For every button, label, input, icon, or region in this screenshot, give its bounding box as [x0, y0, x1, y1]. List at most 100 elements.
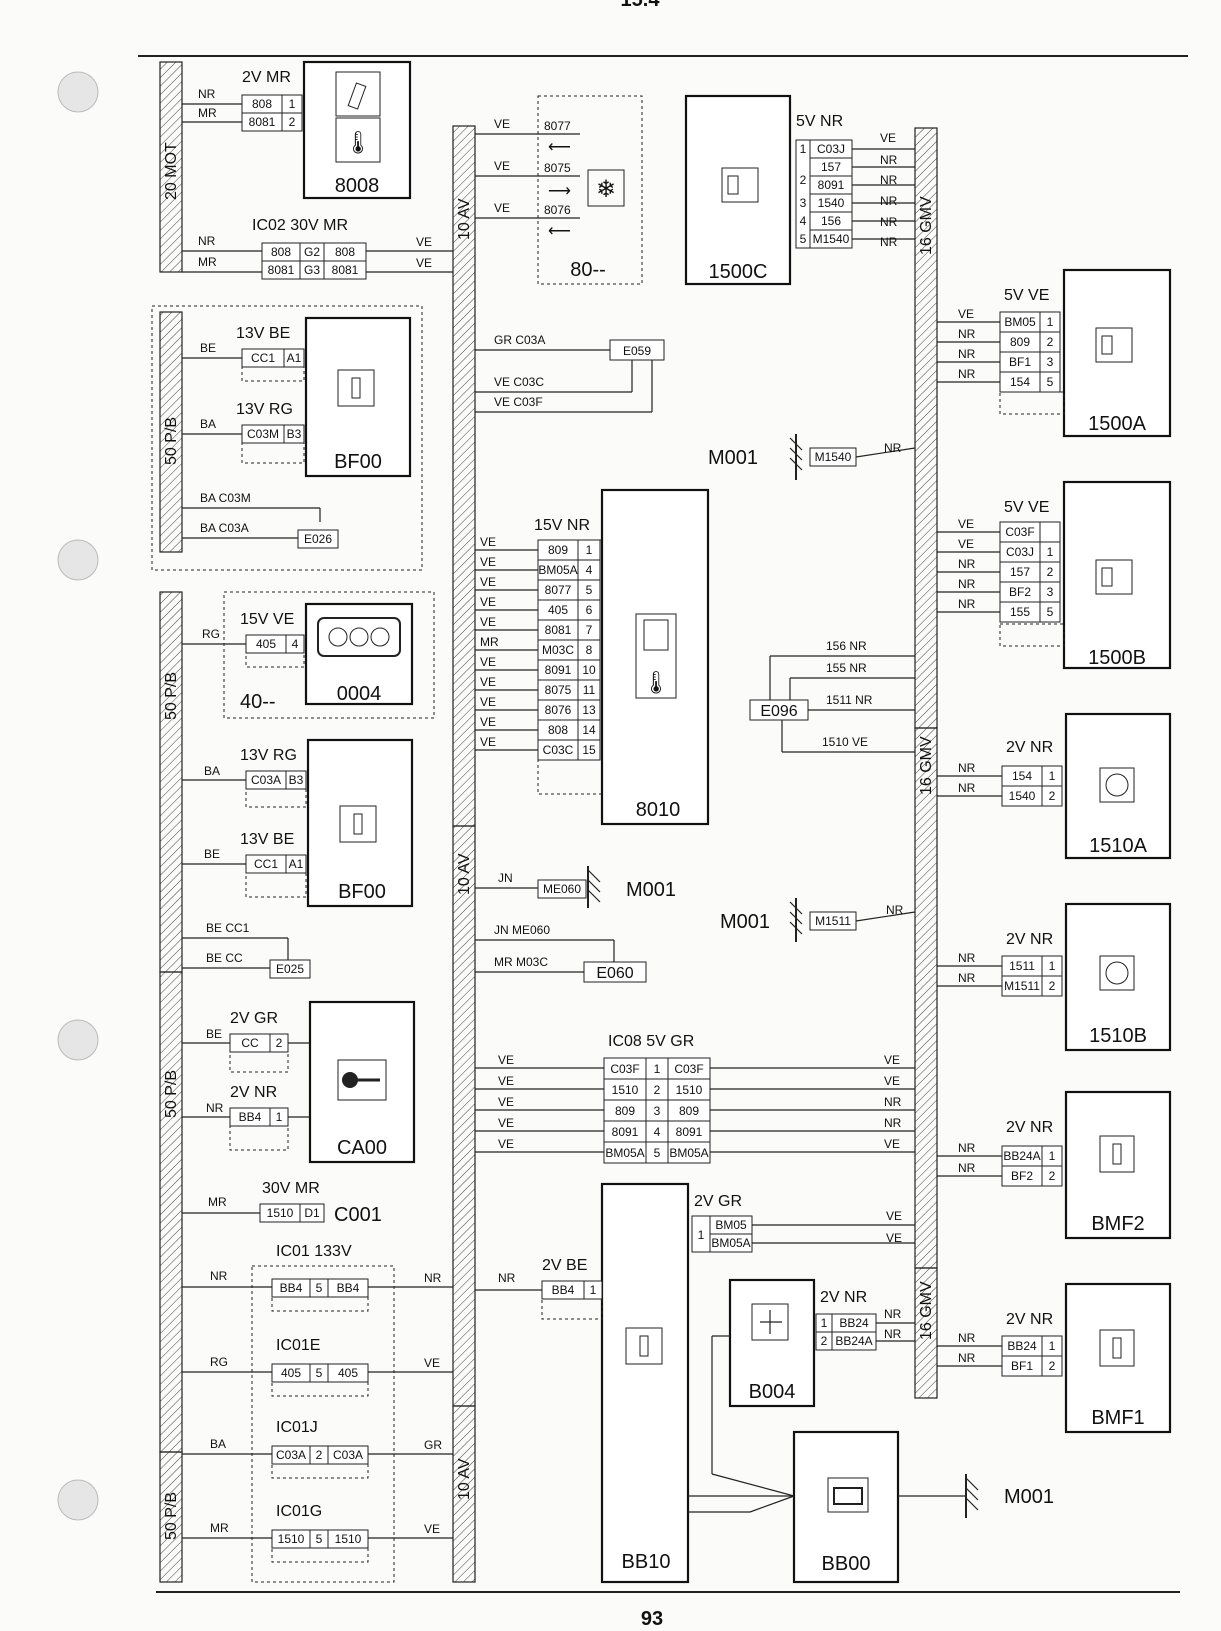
svg-text:VE: VE: [886, 1209, 902, 1223]
pin-label: C03F: [610, 1062, 639, 1076]
connector-ic08: IC08 5V GR: [608, 1033, 694, 1050]
svg-text:1: 1: [698, 1228, 705, 1242]
svg-text:8075: 8075: [544, 161, 571, 175]
pin-label: 2: [1049, 979, 1056, 993]
pin-label: 2: [1047, 565, 1054, 579]
pin-label: 1: [1047, 545, 1054, 559]
bus-50-pb-2: 50 P/B: [159, 591, 183, 973]
connector-cell: [1041, 975, 1063, 997]
svg-text:C001: C001: [334, 1204, 382, 1226]
svg-text:5: 5: [316, 1532, 323, 1546]
pin-label: C03J: [1006, 545, 1034, 559]
svg-text:20 MOT: 20 MOT: [163, 142, 180, 200]
pin-label: BM05: [1004, 315, 1036, 329]
svg-text:M001: M001: [720, 911, 770, 933]
pin-label: 809: [679, 1104, 699, 1118]
pin-label: 5: [654, 1146, 661, 1160]
wire-color: VE: [480, 535, 496, 549]
svg-text:BM05A: BM05A: [711, 1236, 750, 1250]
svg-text:MR M03C: MR M03C: [494, 955, 548, 969]
pin-label: 4: [586, 563, 593, 577]
svg-text:50 P/B: 50 P/B: [163, 672, 180, 720]
binder-hole: [57, 539, 99, 581]
pin-label: BB24: [1007, 1339, 1037, 1353]
svg-text:2V GR: 2V GR: [230, 1010, 278, 1027]
pin-label: 1: [1049, 1339, 1056, 1353]
bus-50-pb-4: 50 P/B: [159, 1451, 183, 1583]
svg-text:G2: G2: [304, 245, 320, 259]
bus-50-pb-3: 50 P/B: [159, 971, 183, 1453]
connector-ic02: NR MR IC02 30V MR 808 G2 808 8081 G3 808…: [182, 217, 453, 280]
pin-label: 5: [1047, 605, 1054, 619]
svg-text:157: 157: [821, 160, 841, 174]
svg-text:4: 4: [800, 214, 807, 228]
svg-text:BMF2: BMF2: [1091, 1213, 1144, 1235]
svg-text:5: 5: [316, 1281, 323, 1295]
svg-text:D1: D1: [304, 1206, 320, 1220]
pin-label: BF2: [1009, 585, 1031, 599]
component-8010: 15V NR 🌡 8010: [534, 488, 710, 826]
svg-text:IC01G: IC01G: [276, 1503, 322, 1520]
wire-color: MR: [480, 635, 499, 649]
wire-color: NR: [958, 971, 976, 985]
svg-text:15V NR: 15V NR: [534, 517, 590, 534]
svg-text:MR: MR: [210, 1521, 229, 1535]
svg-text:5V VE: 5V VE: [1004, 499, 1049, 516]
svg-text:E060: E060: [596, 965, 633, 982]
wire-color: NR: [958, 1351, 976, 1365]
pin-label: 13: [582, 703, 596, 717]
svg-text:8081: 8081: [249, 115, 276, 129]
pin-label: 1: [1049, 959, 1056, 973]
svg-text:15V VE: 15V VE: [240, 611, 294, 628]
connector-cell: [1039, 521, 1061, 543]
svg-text:5V VE: 5V VE: [1004, 287, 1049, 304]
svg-text:156: 156: [821, 214, 841, 228]
wire-color: VE: [480, 715, 496, 729]
svg-text:2: 2: [800, 173, 807, 187]
pin-label: 8075: [545, 683, 572, 697]
svg-text:NR: NR: [884, 1327, 902, 1341]
svg-text:0004: 0004: [337, 683, 382, 705]
splice-e096-group: E096 156 NR 155 NR 1511 NR 1510 VE: [749, 639, 915, 753]
svg-text:NR: NR: [498, 1271, 516, 1285]
wire-color: VE: [480, 575, 496, 589]
pin-label: 3: [654, 1104, 661, 1118]
component-1510b: 2V NR 1510B: [1006, 902, 1172, 1052]
wire-color: VE: [498, 1053, 514, 1067]
wire-color: NR: [958, 597, 976, 611]
svg-text:16 GMV: 16 GMV: [918, 196, 935, 255]
svg-text:VE: VE: [886, 1231, 902, 1245]
wire-color: VE: [884, 1137, 900, 1151]
svg-text:M1540: M1540: [813, 232, 850, 246]
wire-color: NR: [958, 1141, 976, 1155]
pin-label: BM05A: [605, 1146, 644, 1160]
svg-text:BF00: BF00: [338, 881, 386, 903]
svg-text:NR: NR: [880, 215, 898, 229]
pin-label: 10: [582, 663, 596, 677]
svg-text:BA: BA: [204, 764, 220, 778]
svg-text:CC: CC: [241, 1036, 259, 1050]
bus-10-av-2: 10 AV: [452, 825, 476, 1407]
svg-text:VE: VE: [880, 131, 896, 145]
pin-label: 809: [615, 1104, 635, 1118]
wire-color: NR: [958, 761, 976, 775]
pin-label: 157: [1010, 565, 1030, 579]
svg-text:GR: GR: [424, 1438, 442, 1452]
svg-text:BB4: BB4: [280, 1281, 303, 1295]
svg-text:VE C03F: VE C03F: [494, 395, 543, 409]
svg-text:50 P/B: 50 P/B: [163, 417, 180, 465]
ground-m001-2: JN ME060 M001: [475, 866, 676, 908]
pin-label: 154: [1012, 769, 1032, 783]
pin-label: 1: [1047, 315, 1054, 329]
svg-text:M1511: M1511: [815, 914, 851, 928]
binder-hole: [57, 1479, 99, 1521]
pin-label: 1: [1049, 769, 1056, 783]
pin-label: 8077: [545, 583, 572, 597]
svg-text:C03M: C03M: [247, 427, 279, 441]
svg-text:3: 3: [800, 196, 807, 210]
svg-text:8076: 8076: [544, 203, 571, 217]
svg-text:M001: M001: [708, 447, 758, 469]
pin-label: 2: [1049, 789, 1056, 803]
